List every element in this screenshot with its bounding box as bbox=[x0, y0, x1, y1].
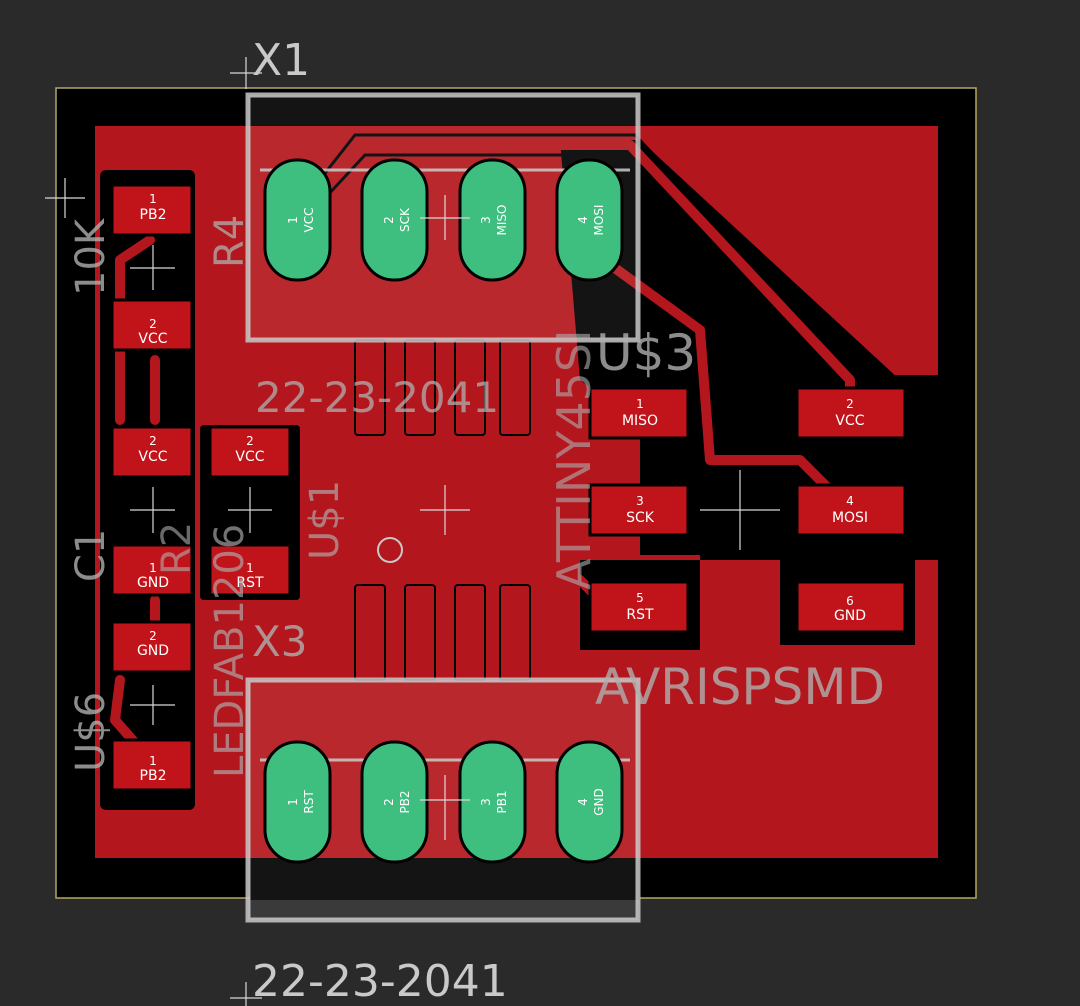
pad-number: 2 bbox=[149, 629, 157, 643]
left-pad-labels: 1 PB2 2 VCC 2 VCC 2 VCC 1 GND 1 RST 2 GN… bbox=[137, 192, 265, 784]
x3-label: X3 bbox=[252, 617, 308, 666]
isp-pad-number: 6 bbox=[846, 594, 854, 608]
pad-name: GND bbox=[137, 575, 169, 591]
pin-name: VCC bbox=[302, 208, 316, 233]
pad-number: 1 bbox=[149, 561, 157, 575]
part-number-bottom: 22-23-2041 bbox=[252, 956, 508, 1006]
origin-crosshairs bbox=[45, 57, 780, 1006]
isp-pad-name: SCK bbox=[626, 510, 655, 526]
us1-label: U$1 bbox=[302, 480, 348, 560]
silkscreen-text: X1 22-23-2041 22-23-2041 U$3 AVRISPSMD X… bbox=[68, 35, 885, 1006]
pin-name: PB2 bbox=[398, 790, 412, 813]
pad-number: 1 bbox=[149, 754, 157, 768]
pad-number: 1 bbox=[149, 192, 157, 206]
attiny-chip bbox=[350, 339, 550, 681]
pin-number: 1 bbox=[286, 798, 300, 806]
r2-label: R2 bbox=[154, 522, 200, 575]
isp-pad-number: 3 bbox=[636, 494, 644, 508]
us3-label: U$3 bbox=[596, 324, 696, 382]
attiny-label: ATTINY45SI bbox=[547, 329, 601, 590]
r4-label: R4 bbox=[207, 215, 253, 268]
isp-pad-name: GND bbox=[834, 608, 866, 624]
pin-name: PB1 bbox=[495, 790, 509, 813]
pin-number: 2 bbox=[382, 798, 396, 806]
isp-pad-number: 1 bbox=[636, 397, 644, 411]
pad-number: 1 bbox=[246, 561, 254, 575]
pad-number: 2 bbox=[246, 434, 254, 448]
pad-name: PB2 bbox=[140, 207, 167, 223]
pad-name: VCC bbox=[235, 449, 264, 465]
pin-number: 2 bbox=[382, 216, 396, 224]
pin-name: RST bbox=[302, 790, 316, 814]
header-top-pins bbox=[263, 158, 624, 282]
isp-pad-name: MOSI bbox=[832, 510, 868, 526]
isp-pad-name: MISO bbox=[622, 413, 658, 429]
us6-label: U$6 bbox=[68, 692, 114, 772]
header-bottom-labels: 1 RST 2 PB2 3 PB1 4 GND bbox=[286, 788, 606, 816]
pad-name: VCC bbox=[138, 331, 167, 347]
header-top-labels: 1 VCC 2 SCK 3 MISO 4 MOSI bbox=[286, 205, 606, 236]
isp-pad-number: 5 bbox=[636, 591, 644, 605]
pin-name: MISO bbox=[495, 205, 509, 236]
isp-pad-name: VCC bbox=[835, 413, 864, 429]
pad-number: 2 bbox=[149, 317, 157, 331]
isp-pad-number: 2 bbox=[846, 397, 854, 411]
c1-label: C1 bbox=[68, 529, 114, 582]
r4-value-label: 10K bbox=[68, 217, 114, 296]
pad-name: RST bbox=[236, 575, 264, 591]
pad-name: VCC bbox=[138, 449, 167, 465]
pad-name: GND bbox=[137, 643, 169, 659]
isp-pad-number: 4 bbox=[846, 494, 854, 508]
pin-number: 3 bbox=[479, 798, 493, 806]
pin-number: 4 bbox=[576, 216, 590, 224]
pin-number: 4 bbox=[576, 798, 590, 806]
pad-name: PB2 bbox=[140, 768, 167, 784]
led-label: LEDFAB1206 bbox=[207, 524, 253, 778]
x1-label: X1 bbox=[252, 35, 310, 86]
left-pads bbox=[110, 183, 292, 792]
pin-name: GND bbox=[592, 788, 606, 816]
pin-name: MOSI bbox=[592, 205, 606, 236]
isp-pad-labels: 1 MISO 2 VCC 3 SCK 4 MOSI 5 RST 6 GND bbox=[622, 397, 868, 624]
part-number-top: 22-23-2041 bbox=[255, 373, 499, 422]
header-bottom-pins bbox=[263, 740, 624, 864]
avrisp-label: AVRISPSMD bbox=[595, 658, 885, 716]
pin-name: SCK bbox=[398, 207, 412, 232]
pin-number: 1 bbox=[286, 216, 300, 224]
isp-pads bbox=[588, 386, 907, 634]
pad-number: 2 bbox=[149, 434, 157, 448]
pin-number: 3 bbox=[479, 216, 493, 224]
isp-pad-name: RST bbox=[626, 607, 654, 623]
